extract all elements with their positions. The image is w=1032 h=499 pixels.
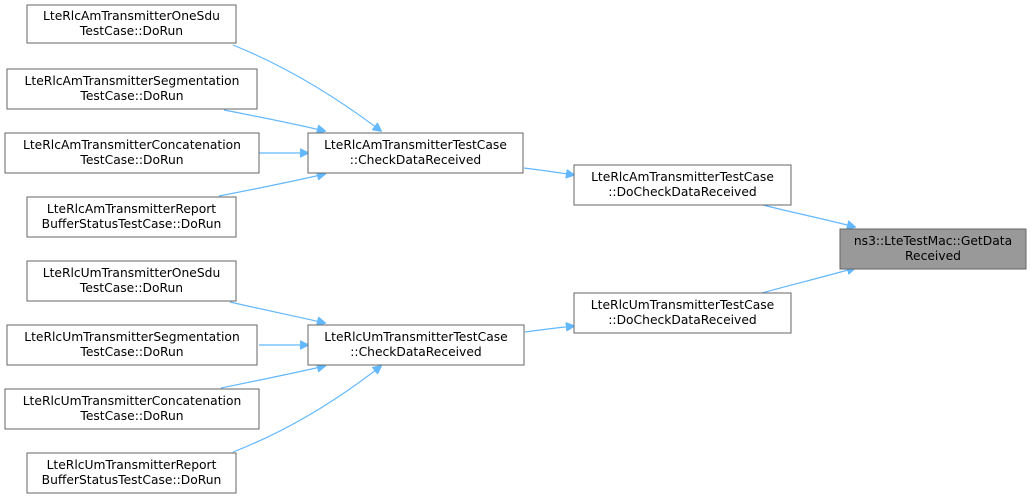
node-label-line1: LteRlcAmTransmitterSegmentation [25, 74, 240, 88]
node-um-checkdata[interactable]: LteRlcUmTransmitterTestCase ::CheckDataR… [307, 324, 525, 366]
edge-am-segmentation-to-am-checkdata [223, 109, 325, 131]
edge-am-docheck-to-getdata [762, 204, 855, 227]
node-label-line1: LteRlcAmTransmitterTestCase [324, 138, 507, 152]
edge-um-docheck-to-getdata [761, 268, 855, 294]
edge-am-report-to-am-checkdata [218, 174, 325, 197]
node-label-line1: LteRlcUmTransmitterSegmentation [24, 330, 240, 344]
node-label-line2: BufferStatusTestCase::DoRun [42, 473, 222, 487]
node-label-line2: TestCase::DoRun [79, 24, 183, 38]
node-label-line1: ns3::LteTestMac::GetData [854, 234, 1012, 248]
node-um-docheck[interactable]: LteRlcUmTransmitterTestCase ::DoCheckDat… [573, 292, 792, 334]
node-label-line1: LteRlcAmTransmitterOneSdu [43, 9, 220, 23]
node-label-line1: LteRlcAmTransmitterConcatenation [23, 138, 241, 152]
node-label-line2: TestCase::DoRun [79, 409, 183, 423]
edges [218, 44, 855, 453]
edge-am-onesdu-to-am-checkdata [232, 44, 381, 131]
node-am-concatenation[interactable]: LteRlcAmTransmitterConcatenation TestCas… [4, 132, 260, 174]
node-getdata-focus[interactable]: ns3::LteTestMac::GetData Received [839, 228, 1027, 270]
node-label-line2: ::DoCheckDataReceived [608, 313, 756, 327]
node-am-checkdata[interactable]: LteRlcAmTransmitterTestCase ::CheckDataR… [307, 132, 524, 174]
node-label-line2: TestCase::DoRun [79, 281, 183, 295]
node-label-line1: LteRlcUmTransmitterConcatenation [23, 394, 242, 408]
node-label-line2: TestCase::DoRun [79, 345, 183, 359]
node-um-segmentation[interactable]: LteRlcUmTransmitterSegmentation TestCase… [6, 324, 258, 366]
node-label-line2: TestCase::DoRun [79, 153, 183, 167]
node-am-report[interactable]: LteRlcAmTransmitterReport BufferStatusTe… [26, 196, 237, 238]
node-label-line2: TestCase::DoRun [79, 89, 183, 103]
node-label-line1: LteRlcUmTransmitterTestCase [591, 298, 774, 312]
edge-um-onesdu-to-um-checkdata [229, 301, 325, 323]
node-label-line2: Received [905, 249, 961, 263]
node-label-line1: LteRlcUmTransmitterTestCase [324, 330, 507, 344]
node-um-concatenation[interactable]: LteRlcUmTransmitterConcatenation TestCas… [4, 388, 260, 430]
node-um-onesdu[interactable]: LteRlcUmTransmitterOneSdu TestCase::DoRu… [26, 260, 237, 302]
node-label-line2: ::CheckDataReceived [350, 153, 481, 167]
node-am-onesdu[interactable]: LteRlcAmTransmitterOneSdu TestCase::DoRu… [26, 4, 237, 44]
node-label-line2: BufferStatusTestCase::DoRun [42, 217, 222, 231]
edge-um-checkdata-to-um-docheck [524, 326, 574, 333]
edge-am-checkdata-to-am-docheck [523, 167, 574, 175]
node-label-line2: ::DoCheckDataReceived [608, 185, 756, 199]
node-label-line1: LteRlcAmTransmitterTestCase [591, 170, 774, 184]
edge-um-concatenation-to-um-checkdata [220, 366, 325, 389]
node-am-docheck[interactable]: LteRlcAmTransmitterTestCase ::DoCheckDat… [573, 164, 792, 206]
node-label-line1: LteRlcAmTransmitterReport [47, 202, 216, 216]
node-label-line1: LteRlcUmTransmitterReport [47, 458, 217, 472]
node-um-report[interactable]: LteRlcUmTransmitterReport BufferStatusTe… [26, 452, 237, 494]
edge-um-report-to-um-checkdata [232, 366, 381, 453]
node-am-segmentation[interactable]: LteRlcAmTransmitterSegmentation TestCase… [6, 68, 258, 110]
node-label-line2: ::CheckDataReceived [350, 345, 481, 359]
node-label-line1: LteRlcUmTransmitterOneSdu [43, 266, 221, 280]
